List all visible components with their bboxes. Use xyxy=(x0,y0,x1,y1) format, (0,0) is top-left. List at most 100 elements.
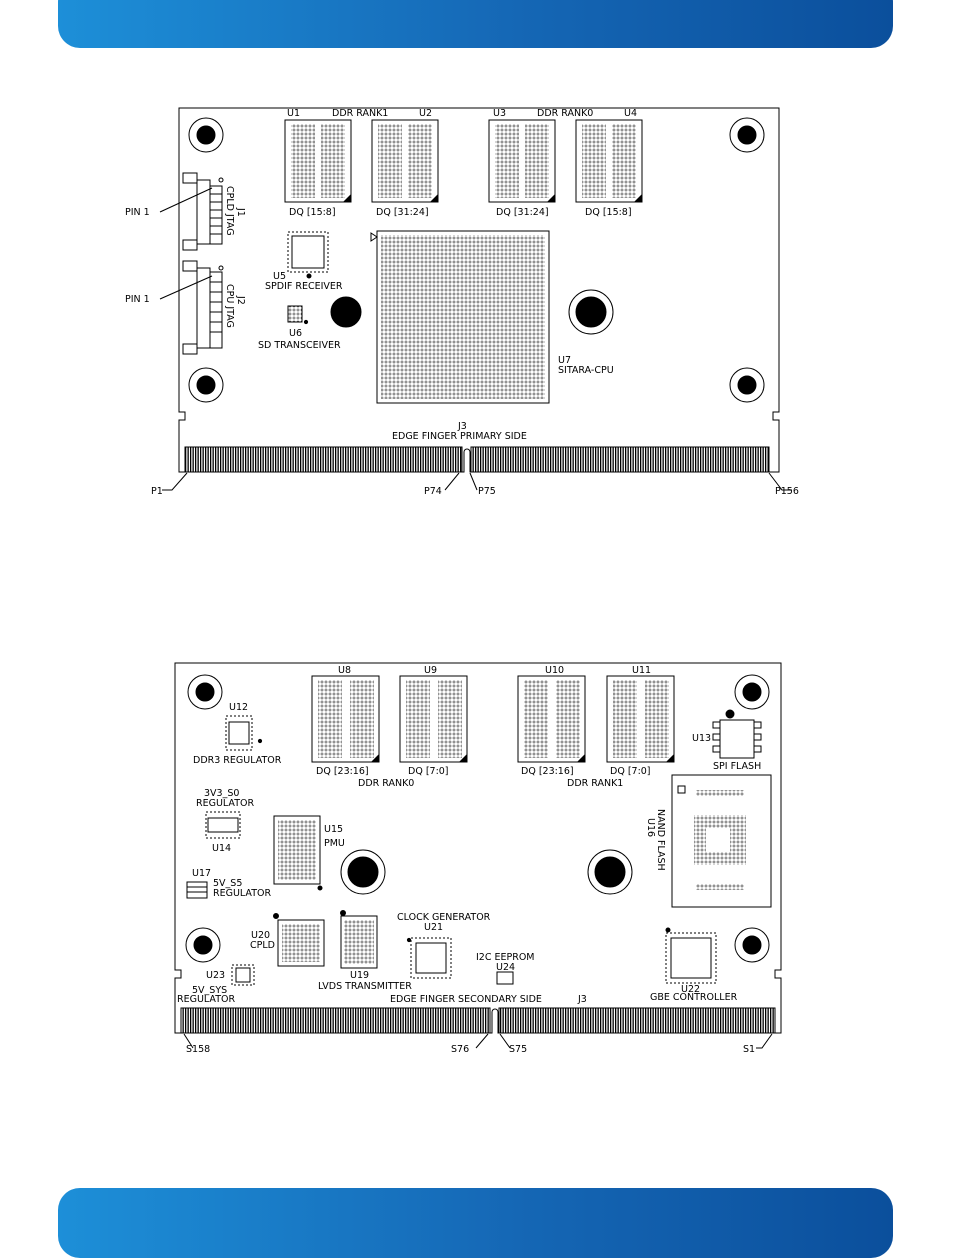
label-dq-u2: DQ [31:24] xyxy=(376,207,429,218)
chip-u3 xyxy=(488,119,556,203)
label-u24-name: I2C EEPROM xyxy=(476,952,535,963)
label-u15: U15 xyxy=(324,824,343,835)
label-u14-mid: REGULATOR xyxy=(196,798,254,809)
label-u22: U22 xyxy=(681,984,700,995)
secondary-board-outline xyxy=(174,662,782,1034)
label-s76: S76 xyxy=(451,1044,469,1055)
jtag-connector-j2 xyxy=(182,260,224,355)
chip-u22 xyxy=(665,927,717,984)
label-u19: U19 xyxy=(350,970,369,981)
label-dq-u3: DQ [31:24] xyxy=(496,207,549,218)
chip-u4 xyxy=(575,119,643,203)
secondary-labels: U8 U9 U10 U11 DQ [23:16] DQ [7:0] DQ [23… xyxy=(177,665,761,1055)
chip-u11 xyxy=(606,675,675,763)
label-u20-name: CPLD xyxy=(250,940,275,951)
label-u21-name: CLOCK GENERATOR xyxy=(397,912,491,923)
label-u17: U17 xyxy=(192,868,211,879)
label-p74: P74 xyxy=(424,486,442,497)
label-dq-u9: DQ [7:0] xyxy=(408,766,449,777)
chip-u24 xyxy=(496,971,514,985)
primary-edge-finger xyxy=(184,446,770,473)
label-ddr-rank1: DDR RANK1 xyxy=(332,108,388,119)
primary-side-board xyxy=(159,107,792,491)
chip-u2 xyxy=(371,119,439,203)
primary-board-outline xyxy=(178,107,780,473)
label-dq-u4: DQ [15:8] xyxy=(585,207,632,218)
label-u23-b: REGULATOR xyxy=(177,994,235,1005)
label-u12-name: DDR3 REGULATOR xyxy=(193,755,282,766)
label-ddr-rank0: DDR RANK0 xyxy=(537,108,593,119)
label-ddr-rank1-secondary: DDR RANK1 xyxy=(567,778,623,789)
label-u3: U3 xyxy=(493,108,506,119)
label-edge-secondary: EDGE FINGER SECONDARY SIDE xyxy=(390,994,542,1005)
label-u24: U24 xyxy=(496,962,515,973)
label-u6: U6 xyxy=(289,328,302,339)
label-u23: U23 xyxy=(206,970,225,981)
label-edge-primary: EDGE FINGER PRIMARY SIDE xyxy=(392,431,527,442)
pin1-leaders xyxy=(159,187,213,300)
label-u6-name: SD TRANSCEIVER xyxy=(258,340,341,351)
label-dq-u1: DQ [15:8] xyxy=(289,207,336,218)
label-p1: P1 xyxy=(151,486,163,497)
label-j1: J1 xyxy=(235,207,246,217)
secondary-edge-finger xyxy=(180,1007,776,1034)
label-j1-name: CPLD JTAG xyxy=(224,186,235,236)
label-u9: U9 xyxy=(424,665,437,676)
label-u7: U7 xyxy=(558,355,571,366)
label-pin1-j2: PIN 1 xyxy=(125,294,150,305)
label-s158: S158 xyxy=(186,1044,210,1055)
chip-u20 xyxy=(273,913,325,967)
chip-u14 xyxy=(205,811,241,839)
chip-u5 xyxy=(287,231,329,279)
label-j2: J2 xyxy=(235,295,246,305)
label-u15-name: PMU xyxy=(324,838,345,849)
label-u13: U13 xyxy=(692,733,711,744)
label-dq-u11: DQ [7:0] xyxy=(610,766,651,777)
primary-labels: U1 DDR RANK1 U2 U3 DDR RANK0 U4 DQ [15:8… xyxy=(125,108,799,497)
chip-u1 xyxy=(284,119,352,203)
label-p75: P75 xyxy=(478,486,496,497)
chip-u13 xyxy=(712,709,762,759)
secondary-pin-leaders xyxy=(183,1033,773,1049)
chip-u15 xyxy=(273,815,323,891)
chip-u21 xyxy=(406,937,452,979)
label-u11: U11 xyxy=(632,665,651,676)
label-u13-name: SPI FLASH xyxy=(713,761,761,772)
primary-mounting-holes xyxy=(188,117,765,403)
label-u17-b: REGULATOR xyxy=(213,888,271,899)
primary-pin-leaders xyxy=(162,472,792,491)
label-pin1-j1: PIN 1 xyxy=(125,207,150,218)
chip-u6 xyxy=(287,305,309,325)
label-u12: U12 xyxy=(229,702,248,713)
label-u1: U1 xyxy=(287,108,300,119)
chip-u16 xyxy=(671,774,772,908)
label-j3-primary: J3 xyxy=(457,421,467,432)
label-u5-name: SPDIF RECEIVER xyxy=(265,281,343,292)
label-u8: U8 xyxy=(338,665,351,676)
label-u10: U10 xyxy=(545,665,564,676)
label-u17-a: 5V_S5 xyxy=(213,878,242,889)
label-u21: U21 xyxy=(424,922,443,933)
label-ddr-rank0-secondary: DDR RANK0 xyxy=(358,778,414,789)
label-u20: U20 xyxy=(251,930,270,941)
label-u22-name: GBE CONTROLLER xyxy=(650,992,738,1003)
chip-u19 xyxy=(340,910,378,969)
chip-u12 xyxy=(225,715,263,751)
label-u7-name: SITARA-CPU xyxy=(558,365,614,376)
label-u5: U5 xyxy=(273,271,286,282)
chip-u17 xyxy=(186,881,208,899)
label-dq-u8: DQ [23:16] xyxy=(316,766,369,777)
label-j3-secondary: J3 xyxy=(577,994,587,1005)
label-u14-top: 3V3_S0 xyxy=(204,788,239,799)
chip-u9 xyxy=(399,675,468,763)
label-u23-a: 5V_SYS xyxy=(192,985,227,996)
label-s75: S75 xyxy=(509,1044,527,1055)
chip-u8 xyxy=(311,675,380,763)
label-s1: S1 xyxy=(743,1044,755,1055)
chip-u23 xyxy=(231,964,255,986)
header-band xyxy=(58,0,893,48)
label-u16: U16 xyxy=(645,818,656,837)
primary-ddr-chips xyxy=(284,119,643,203)
label-dq-u10: DQ [23:16] xyxy=(521,766,574,777)
